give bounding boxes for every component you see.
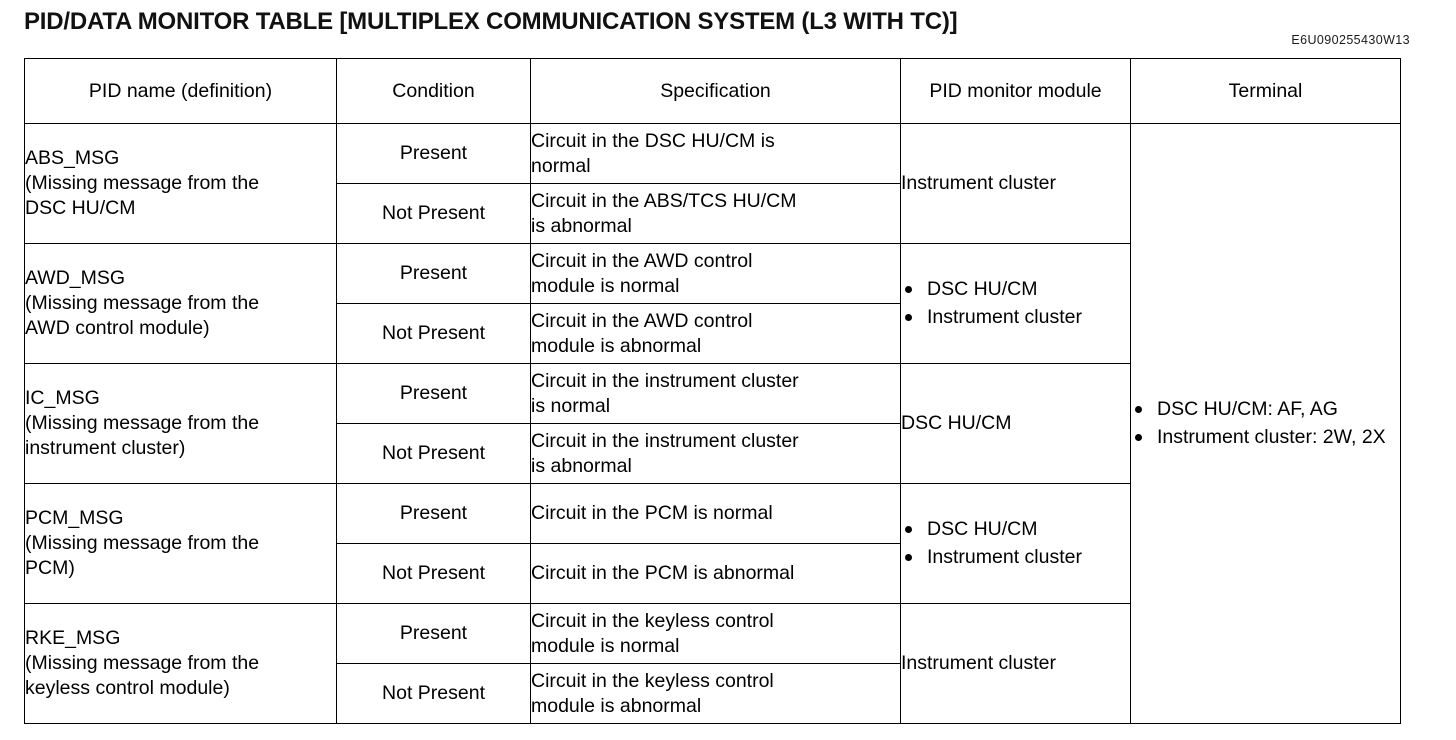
pid-monitor-module-cell: DSC HU/CM Instrument cluster xyxy=(900,483,1131,604)
condition-cell: Not Present xyxy=(336,303,531,364)
condition-cell: Not Present xyxy=(336,663,531,724)
specification-line-1: Circuit in the DSC HU/CM is xyxy=(531,129,775,152)
specification-line-2: is abnormal xyxy=(531,454,632,477)
list-item: DSC HU/CM xyxy=(901,277,1130,302)
condition-cell: Present xyxy=(336,243,531,304)
terminal-cell: DSC HU/CM: AF, AG Instrument cluster: 2W,… xyxy=(1130,123,1401,724)
specification-cell: Circuit in the PCM is abnormal xyxy=(530,543,901,604)
pid-name-line-2: (Missing message from the xyxy=(25,172,260,195)
pid-monitor-module-cell: DSC HU/CM xyxy=(900,363,1131,484)
specification-line-2: module is abnormal xyxy=(531,334,702,357)
pid-name-line-2: (Missing message from the xyxy=(25,292,260,315)
module-list: DSC HU/CM Instrument cluster xyxy=(901,277,1130,330)
specification-line-2: normal xyxy=(531,154,591,177)
module-text: Instrument cluster xyxy=(901,652,1056,675)
specification-cell: Circuit in the PCM is normal xyxy=(530,483,901,544)
list-item: Instrument cluster xyxy=(901,545,1130,570)
module-list: DSC HU/CM Instrument cluster xyxy=(901,517,1130,570)
pid-name-line-3: PCM) xyxy=(25,556,75,579)
column-header-pid-name: PID name (definition) xyxy=(24,58,337,124)
pid-name-line-3: AWD control module) xyxy=(25,316,210,339)
list-item: DSC HU/CM xyxy=(901,517,1130,542)
pid-name-line-1: IC_MSG xyxy=(25,387,100,410)
pid-data-monitor-table: PID name (definition) Condition Specific… xyxy=(24,58,1401,724)
condition-cell: Not Present xyxy=(336,423,531,484)
pid-name-line-2: (Missing message from the xyxy=(25,652,260,675)
specification-line-1: Circuit in the PCM is abnormal xyxy=(531,562,795,585)
column-header-specification: Specification xyxy=(530,58,901,124)
pid-name-line-2: (Missing message from the xyxy=(25,412,260,435)
specification-line-2: is abnormal xyxy=(531,214,632,237)
specification-line-2: module is normal xyxy=(531,274,680,297)
pid-name-line-3: keyless control module) xyxy=(25,676,230,699)
pid-monitor-module-cell: Instrument cluster xyxy=(900,123,1131,244)
list-item: DSC HU/CM: AF, AG xyxy=(1131,397,1400,422)
specification-line-1: Circuit in the AWD control xyxy=(531,309,753,332)
specification-line-2: module is abnormal xyxy=(531,694,702,717)
column-header-terminal: Terminal xyxy=(1130,58,1401,124)
condition-cell: Present xyxy=(336,603,531,664)
specification-line-1: Circuit in the instrument cluster xyxy=(531,429,799,452)
specification-line-2: module is normal xyxy=(531,634,680,657)
condition-cell: Not Present xyxy=(336,543,531,604)
pid-name-line-3: DSC HU/CM xyxy=(25,196,136,219)
column-header-condition: Condition xyxy=(336,58,531,124)
list-item: Instrument cluster xyxy=(901,305,1130,330)
pid-name-line-3: instrument cluster) xyxy=(25,436,186,459)
specification-line-1: Circuit in the PCM is normal xyxy=(531,502,773,525)
specification-line-1: Circuit in the ABS/TCS HU/CM xyxy=(531,189,797,212)
specification-line-1: Circuit in the keyless control xyxy=(531,669,774,692)
specification-line-1: Circuit in the instrument cluster xyxy=(531,369,799,392)
condition-cell: Present xyxy=(336,363,531,424)
specification-line-1: Circuit in the AWD control xyxy=(531,249,753,272)
pid-monitor-module-cell: Instrument cluster xyxy=(900,603,1131,724)
module-text: DSC HU/CM xyxy=(901,412,1012,435)
pid-name-line-1: AWD_MSG xyxy=(25,267,126,290)
column-header-pid-monitor-module: PID monitor module xyxy=(900,58,1131,124)
pid-name-line-2: (Missing message from the xyxy=(25,532,260,555)
table-header: PID name (definition) Condition Specific… xyxy=(24,58,1401,124)
pid-name-line-1: PCM_MSG xyxy=(25,507,124,530)
condition-cell: Not Present xyxy=(336,183,531,244)
pid-name-line-1: ABS_MSG xyxy=(25,147,120,170)
condition-cell: Present xyxy=(336,123,531,184)
module-text: Instrument cluster xyxy=(901,172,1056,195)
list-item: Instrument cluster: 2W, 2X xyxy=(1131,425,1400,450)
table-header-row: PID name (definition) Condition Specific… xyxy=(24,58,1401,124)
document-reference-code: E6U090255430W13 xyxy=(1291,33,1410,47)
pid-monitor-module-cell: DSC HU/CM Instrument cluster xyxy=(900,243,1131,364)
condition-cell: Present xyxy=(336,483,531,544)
terminal-list: DSC HU/CM: AF, AG Instrument cluster: 2W,… xyxy=(1131,397,1400,450)
specification-line-2: is normal xyxy=(531,394,611,417)
pid-name-line-1: RKE_MSG xyxy=(25,627,121,650)
specification-line-1: Circuit in the keyless control xyxy=(531,609,774,632)
page-title: PID/DATA MONITOR TABLE [MULTIPLEX COMMUN… xyxy=(24,8,958,35)
